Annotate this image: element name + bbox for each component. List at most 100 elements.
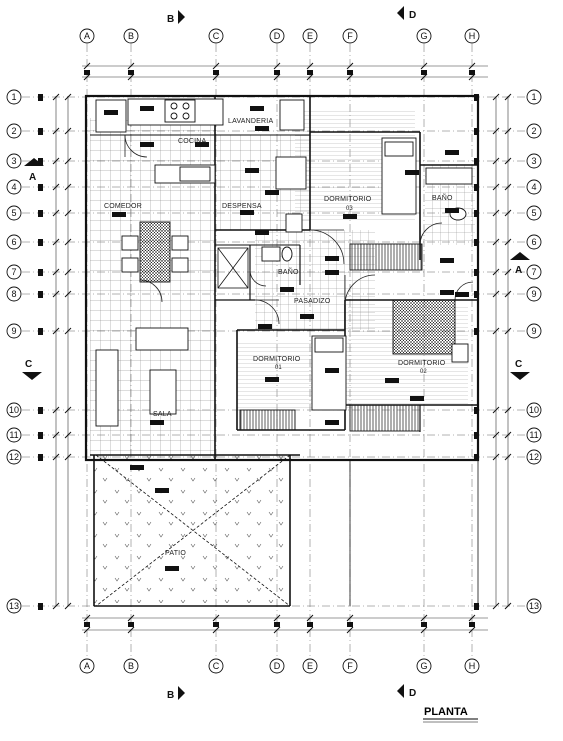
column-bubble-bottom: C xyxy=(208,658,224,674)
level-marker xyxy=(474,432,479,439)
room-number-01: 01 xyxy=(275,365,282,371)
dim-tick xyxy=(504,290,512,298)
room-label-lavanderia: LAVANDERIA xyxy=(228,118,273,125)
row-bubble-left: 11 xyxy=(6,427,22,443)
svg-text:11: 11 xyxy=(9,430,18,440)
tag-block xyxy=(112,212,126,217)
dim-tick xyxy=(492,127,500,135)
column-bubble-bottom: H xyxy=(464,658,480,674)
room-label-dormitorio-03: DORMITORIO xyxy=(324,196,372,203)
row-bubble-left: 10 xyxy=(6,402,22,418)
column-bubble-bottom: D xyxy=(269,658,285,674)
dim-tick xyxy=(52,157,60,165)
svg-text:4: 4 xyxy=(11,182,16,192)
dim-tick xyxy=(83,614,91,622)
row-bubble-left: 2 xyxy=(6,123,22,139)
svg-text:1: 1 xyxy=(11,92,16,102)
level-marker xyxy=(469,622,475,627)
tag-block xyxy=(240,210,254,215)
dim-tick xyxy=(127,614,135,622)
dim-tick xyxy=(52,602,60,610)
room-label-bano-1: BAÑO xyxy=(432,193,453,202)
dim-tick xyxy=(306,626,314,634)
dim-tick xyxy=(64,127,72,135)
dim-tick xyxy=(52,127,60,135)
level-marker xyxy=(474,603,479,610)
svg-text:B: B xyxy=(167,690,174,701)
tag-block xyxy=(255,126,269,131)
dim-tick xyxy=(52,209,60,217)
tag-block xyxy=(385,378,399,383)
dim-tick xyxy=(273,62,281,70)
row-bubble-right: 7 xyxy=(526,264,542,280)
svg-text:12: 12 xyxy=(9,452,19,462)
level-marker xyxy=(38,128,43,135)
tag-block xyxy=(104,110,118,115)
row-bubble-left: 1 xyxy=(6,89,22,105)
tag-block xyxy=(265,190,279,195)
dim-tick xyxy=(492,209,500,217)
level-marker xyxy=(84,622,90,627)
row-bubble-left: 6 xyxy=(6,234,22,250)
row-bubble-right: 3 xyxy=(526,153,542,169)
row-bubble-right: 9 xyxy=(526,286,542,302)
svg-text:11: 11 xyxy=(529,430,538,440)
dim-tick xyxy=(273,626,281,634)
level-marker xyxy=(469,70,475,75)
dim-tick xyxy=(306,614,314,622)
tag-block xyxy=(325,420,339,425)
dim-tick xyxy=(492,238,500,246)
kitchen-counters xyxy=(95,98,307,190)
level-marker xyxy=(38,291,43,298)
tag-block xyxy=(150,420,164,425)
svg-text:5: 5 xyxy=(531,208,536,218)
row-bubble-left: 13 xyxy=(6,598,22,614)
tag-block xyxy=(130,465,144,470)
dim-tick xyxy=(64,406,72,414)
level-marker xyxy=(213,622,219,627)
level-marker xyxy=(38,328,43,335)
dim-tick xyxy=(504,93,512,101)
column-bubble-top: H xyxy=(464,28,480,44)
svg-text:H: H xyxy=(469,31,476,41)
tag-block xyxy=(280,287,294,292)
level-marker xyxy=(38,94,43,101)
dim-tick xyxy=(52,268,60,276)
section-marks: B B D D A A C C xyxy=(22,6,530,701)
svg-text:3: 3 xyxy=(531,156,536,166)
room-label-pasadizo: PASADIZO xyxy=(294,298,331,305)
dim-tick xyxy=(504,209,512,217)
dim-tick xyxy=(306,62,314,70)
dim-tick xyxy=(504,453,512,461)
level-marker xyxy=(474,291,479,298)
svg-text:12: 12 xyxy=(529,452,539,462)
section-mark-c-left: C xyxy=(22,359,42,380)
dim-tick xyxy=(346,614,354,622)
row-bubble-left: 8 xyxy=(6,286,22,302)
tag-block xyxy=(455,292,469,297)
dim-tick xyxy=(504,406,512,414)
dim-tick xyxy=(492,431,500,439)
dim-tick xyxy=(83,62,91,70)
svg-text:F: F xyxy=(347,31,353,41)
tag-block xyxy=(405,170,419,175)
row-bubble-right: 10 xyxy=(526,402,542,418)
svg-text:6: 6 xyxy=(531,237,536,247)
dim-tick xyxy=(492,602,500,610)
dim-tick xyxy=(346,62,354,70)
level-marker xyxy=(474,269,479,276)
level-marker xyxy=(38,407,43,414)
dim-tick xyxy=(64,431,72,439)
column-bubble-top: D xyxy=(269,28,285,44)
section-mark-a-left: A xyxy=(24,158,44,183)
tag-block xyxy=(325,270,339,275)
row-bubble-right: 9 xyxy=(526,323,542,339)
dim-tick xyxy=(504,327,512,335)
level-marker xyxy=(38,158,43,165)
tag-block xyxy=(255,230,269,235)
dim-tick xyxy=(64,290,72,298)
svg-text:4: 4 xyxy=(531,182,536,192)
tag-block xyxy=(445,150,459,155)
dim-tick xyxy=(212,62,220,70)
